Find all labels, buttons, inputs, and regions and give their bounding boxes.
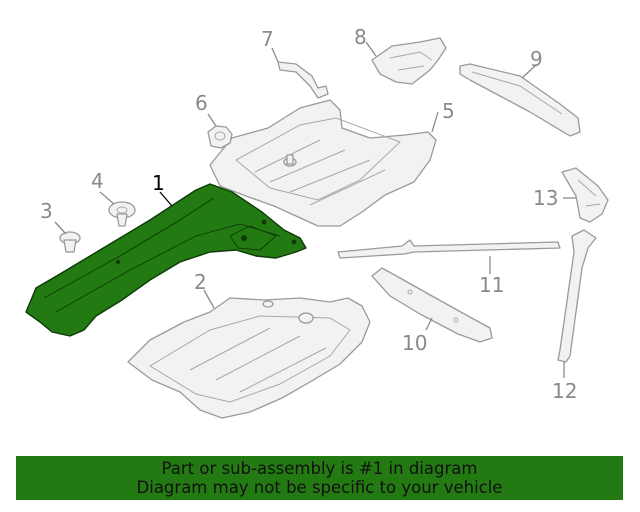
banner-line-1: Part or sub-assembly is #1 in diagram [161, 459, 478, 478]
part-6-nut[interactable] [207, 125, 233, 149]
part-7-bracket[interactable] [277, 61, 329, 99]
part-4-pin[interactable] [108, 201, 136, 227]
callout-4: 4 [91, 169, 104, 193]
info-banner: Part or sub-assembly is #1 in diagram Di… [16, 456, 623, 500]
callout-10: 10 [402, 331, 427, 355]
callout-6: 6 [195, 91, 208, 115]
callout-9: 9 [530, 47, 543, 71]
part-5-shield[interactable] [209, 99, 437, 227]
callouts: 1 2 3 4 5 6 7 8 9 10 11 12 13 [40, 25, 577, 403]
callout-13: 13 [533, 186, 558, 210]
part-9-rail[interactable] [459, 63, 581, 137]
part-2-shield[interactable] [127, 297, 371, 419]
banner-line-2: Diagram may not be specific to your vehi… [136, 478, 503, 497]
part-1-fill [25, 183, 307, 337]
part-1-underbody-panel[interactable] [25, 183, 307, 337]
callout-8: 8 [354, 25, 367, 49]
parts-diagram: 1 2 3 4 5 6 7 8 9 10 11 12 13 [25, 25, 609, 419]
part-11-strut[interactable] [337, 239, 561, 259]
part-10-brace[interactable] [371, 267, 493, 343]
callout-1: 1 [152, 171, 165, 195]
part-13-bracket[interactable] [561, 167, 609, 223]
part-3-clip[interactable] [59, 231, 81, 253]
callout-7: 7 [261, 27, 274, 51]
callout-2: 2 [194, 270, 207, 294]
leader-lines [54, 41, 576, 378]
callout-12: 12 [552, 379, 577, 403]
part-8-bracket[interactable] [371, 37, 447, 85]
callout-11: 11 [479, 273, 504, 297]
callout-3: 3 [40, 199, 53, 223]
callout-5: 5 [442, 99, 455, 123]
part-12-strut[interactable] [557, 229, 597, 363]
